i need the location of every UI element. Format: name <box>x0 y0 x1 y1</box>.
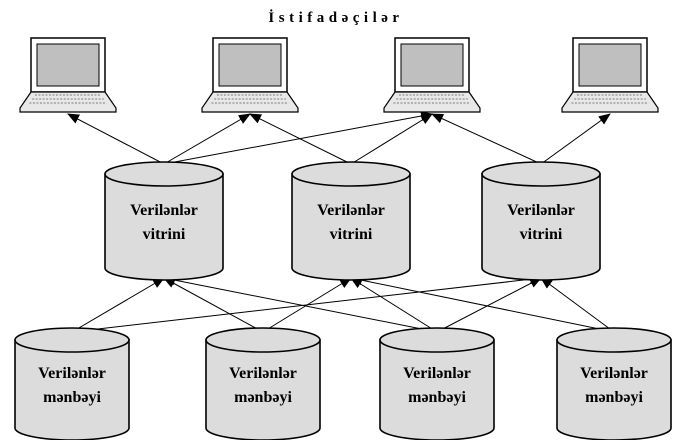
mart-3-label-line1: Verilənlər <box>507 202 575 219</box>
source-2-label-line1: Verilənlər <box>229 365 297 382</box>
user-3-keyboard-base <box>383 91 481 113</box>
source-3-cylinder: Verilənlər mənbəyi <box>379 327 495 440</box>
edge-source-3-to-mart-3 <box>436 277 542 333</box>
edge-mart-1-to-user-2 <box>163 113 251 165</box>
user-3-laptop-icon <box>383 37 481 113</box>
user-1-screen <box>36 43 100 87</box>
source-4-label-line2: mənbəyi <box>585 389 643 406</box>
edge-mart-2-to-user-3 <box>350 113 433 165</box>
user-4-keyboard-base <box>561 91 659 113</box>
source-1-label-line2: mənbəyi <box>43 389 101 406</box>
edge-mart-3-to-user-4 <box>540 113 611 165</box>
edge-source-2-to-mart-1 <box>163 277 264 333</box>
edge-source-3-to-mart-2 <box>350 277 438 333</box>
mart-2-cylinder-top <box>291 161 411 187</box>
mart-3-cylinder-body <box>481 173 601 281</box>
user-1-laptop-icon <box>19 37 117 113</box>
source-2-cylinder-top <box>205 327 321 353</box>
user-2-laptop-icon <box>201 37 299 113</box>
mart-1-cylinder-top <box>104 161 224 187</box>
edge-mart-2-to-user-2 <box>249 113 352 165</box>
user-3-screen <box>400 43 464 87</box>
edges-layer <box>67 111 615 333</box>
source-1-cylinder-top <box>14 327 130 353</box>
mart-3-cylinder: Verilənlər vitrini <box>481 161 601 281</box>
mart-1-label-line2: vitrini <box>143 226 186 243</box>
user-1-keyboard-base <box>19 91 117 113</box>
edge-source-3-to-mart-1 <box>163 275 438 333</box>
source-4-cylinder: Verilənlər mənbəyi <box>556 327 672 440</box>
user-4-screen <box>578 43 642 87</box>
edge-mart-1-to-user-3 <box>163 111 433 165</box>
edge-source-1-to-mart-1 <box>71 277 165 333</box>
edge-source-4-to-mart-2 <box>350 275 615 333</box>
mart-2-label-line1: Verilənlər <box>317 202 385 219</box>
edge-mart-1-to-user-1 <box>67 113 165 165</box>
source-1-label-line1: Verilənlər <box>38 365 106 382</box>
source-4-label-line1: Verilənlər <box>580 365 648 382</box>
user-2-keyboard-base <box>201 91 299 113</box>
user-2-screen <box>218 43 282 87</box>
source-3-label-line1: Verilənlər <box>403 365 471 382</box>
edge-source-4-to-mart-3 <box>540 277 615 333</box>
source-3-cylinder-top <box>379 327 495 353</box>
mart-3-cylinder-top <box>481 161 601 187</box>
mart-1-label-line1: Verilənlər <box>130 202 198 219</box>
mart-2-cylinder-body <box>291 173 411 281</box>
mart-2-label-line2: vitrini <box>330 226 373 243</box>
source-3-label-line2: mənbəyi <box>408 389 466 406</box>
nodes-layer: VerilənlərvitriniVerilənlərvitriniVerilə… <box>14 37 672 440</box>
edge-source-2-to-mart-2 <box>262 277 352 333</box>
mart-1-cylinder-body <box>104 173 224 281</box>
user-4-laptop-icon <box>561 37 659 113</box>
edge-mart-3-to-user-3 <box>431 113 542 165</box>
source-4-cylinder-top <box>556 327 672 353</box>
diagram-title: İstifadəçilər <box>268 9 403 26</box>
mart-2-cylinder: Verilənlər vitrini <box>291 161 411 281</box>
mart-3-label-line2: vitrini <box>520 226 563 243</box>
mart-1-cylinder: Verilənlər vitrini <box>104 161 224 281</box>
source-2-cylinder: Verilənlər mənbəyi <box>205 327 321 440</box>
source-1-cylinder: Verilənlər mənbəyi <box>14 327 130 440</box>
source-2-label-line2: mənbəyi <box>234 389 292 406</box>
